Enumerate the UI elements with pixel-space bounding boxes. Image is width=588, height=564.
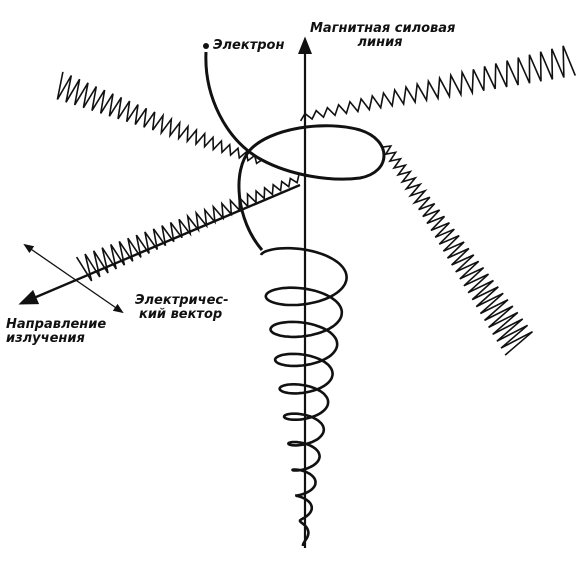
wave-left	[75, 175, 300, 282]
electric-vector-label-line2: кий вектор	[139, 307, 223, 322]
field-line-label: Магнитная силовая линия	[310, 21, 456, 50]
wave-upper-left	[56, 71, 264, 165]
field-line-label-line1: Магнитная силовая	[310, 21, 456, 36]
electric-vector-label: Электричес- кий вектор	[135, 294, 229, 322]
radiation-direction-label: Направление излучения	[6, 318, 106, 346]
electric-vector-label-line1: Электричес-	[135, 293, 229, 308]
wave-lower-right	[381, 144, 534, 356]
radiation-direction-label-line2: излучения	[6, 331, 85, 346]
electron-dot	[203, 43, 209, 49]
radiation-waves	[56, 45, 577, 356]
helix-spiral	[259, 246, 348, 546]
electric-vector-arrow	[23, 243, 124, 314]
radiation-direction-label-line1: Направление	[6, 317, 107, 332]
field-line-label-line2: линия	[357, 35, 403, 50]
wave-upper-right	[299, 45, 577, 122]
electron-trajectory-start	[204, 51, 386, 251]
electron-label: Электрон	[213, 38, 285, 53]
helix-path	[259, 246, 348, 546]
